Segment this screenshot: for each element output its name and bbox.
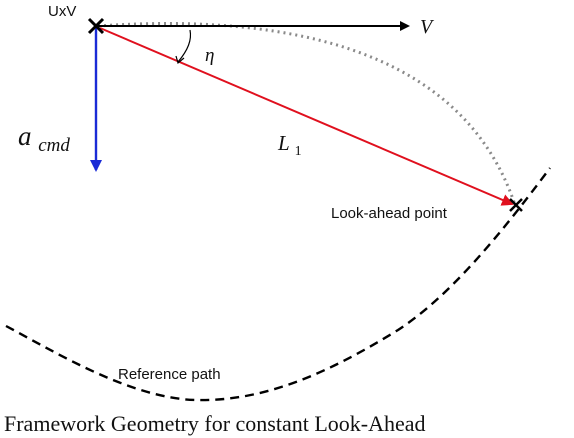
accel-subscript: cmd: [38, 135, 70, 156]
eta-angle-arc: [177, 29, 192, 63]
velocity-label: V: [420, 16, 435, 38]
l1-subscript: 1: [295, 144, 302, 159]
reference-path-curve: [5, 167, 551, 402]
figure-caption: 2. Framework Geometry for constant Look-…: [0, 411, 426, 436]
lookahead-point-label: Look-ahead point: [331, 205, 448, 222]
dotted-arc: [97, 22, 517, 206]
uav-label: UxV: [48, 3, 76, 20]
eta-label: η: [205, 45, 214, 66]
vehicle-marker-icon: [87, 17, 105, 35]
reference-path-label: Reference path: [118, 366, 221, 383]
lookahead-marker-icon: [509, 198, 523, 212]
accel-symbol: a: [18, 121, 32, 151]
accel-command-label: a cmd: [18, 121, 70, 156]
l1-line: [99, 27, 514, 206]
l1-label: L 1: [277, 131, 302, 159]
l1-symbol: L: [277, 131, 289, 155]
eta-angle-arrowhead: [175, 55, 185, 65]
